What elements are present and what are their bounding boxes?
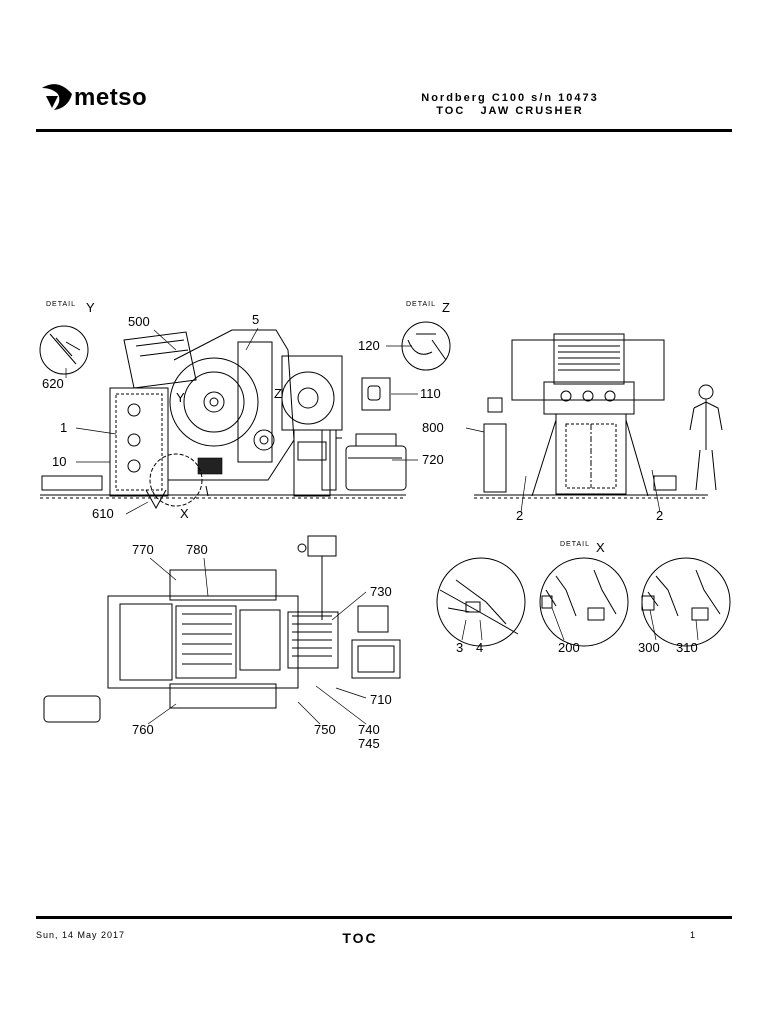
detail-x-letter: X: [596, 540, 605, 555]
callout-y: Y: [176, 390, 185, 405]
callout-110: 110: [420, 386, 441, 401]
callout-730: 730: [370, 584, 392, 599]
callout-620: 620: [42, 376, 64, 391]
footer-section: TOC: [342, 930, 378, 946]
callout-770: 770: [132, 542, 154, 557]
callout-740: 740: [358, 722, 380, 737]
callout-310: 310: [676, 640, 698, 655]
detail-y-word: DETAIL: [46, 301, 76, 308]
callout-750: 750: [314, 722, 336, 737]
callout-300: 300: [638, 640, 660, 655]
footer-rule: [36, 916, 732, 919]
side-view: [39, 321, 451, 510]
detail-z-word: DETAIL: [406, 301, 436, 308]
plan-view: [43, 535, 401, 723]
callout-4: 4: [476, 640, 483, 655]
callout-760: 760: [132, 722, 154, 737]
callout-610: 610: [92, 506, 114, 521]
callout-1: 1: [60, 420, 67, 435]
logo-text: metso: [74, 84, 148, 111]
page-number: 1: [690, 930, 696, 940]
callout-2-right: 2: [656, 508, 663, 523]
callout-720: 720: [422, 452, 444, 467]
callout-x: X: [180, 506, 189, 521]
detail-y-letter: Y: [86, 300, 95, 315]
detail-z-letter: Z: [442, 300, 450, 315]
front-view: [474, 333, 723, 499]
callout-780: 780: [186, 542, 208, 557]
callout-500: 500: [128, 314, 150, 329]
header-title-line2: TOC JAW CRUSHER: [436, 105, 584, 117]
drawing-labels: DETAIL Y DETAIL Z DETAIL X 500 5 120 620…: [42, 300, 698, 751]
callout-3: 3: [456, 640, 463, 655]
callout-120: 120: [358, 338, 380, 353]
callout-z: Z: [274, 386, 282, 401]
callout-745: 745: [358, 736, 380, 751]
detail-x-view: [436, 557, 731, 647]
detail-x-word: DETAIL: [560, 541, 590, 548]
document-header: Nordberg C100 s/n 10473 TOC JAW CRUSHER: [390, 92, 630, 118]
header-title-line1: Nordberg C100 s/n 10473: [421, 92, 599, 104]
callout-200: 200: [558, 640, 580, 655]
callout-2-left: 2: [516, 508, 523, 523]
technical-drawing: DETAIL Y DETAIL Z DETAIL X 500 5 120 620…: [39, 300, 731, 751]
leader-lines: [65, 327, 699, 725]
callout-5: 5: [252, 312, 259, 327]
metso-logo-icon: [42, 84, 72, 110]
callout-10: 10: [52, 454, 66, 469]
footer-date: Sun, 14 May 2017: [36, 930, 126, 940]
callout-710: 710: [370, 692, 392, 707]
header-rule: [36, 129, 732, 132]
callout-800: 800: [422, 420, 444, 435]
